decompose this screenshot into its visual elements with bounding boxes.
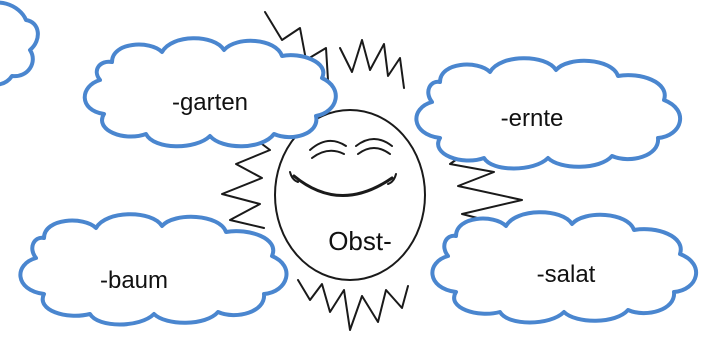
cloud-baum: -baum [20, 214, 286, 324]
center-word: Obst- [328, 226, 392, 256]
suffix-ernte: -ernte [501, 105, 564, 132]
cloud-garten: -garten [85, 38, 336, 146]
cloud-ernte: -ernte [416, 58, 680, 168]
suffix-salat: -salat [537, 261, 596, 288]
sun-rays-bottom [298, 280, 408, 330]
suffix-baum: -baum [100, 267, 168, 294]
cloud-salat: -salat [432, 212, 696, 322]
suffix-garten: -garten [172, 89, 248, 116]
cloud-partial-top-left [0, 3, 38, 85]
